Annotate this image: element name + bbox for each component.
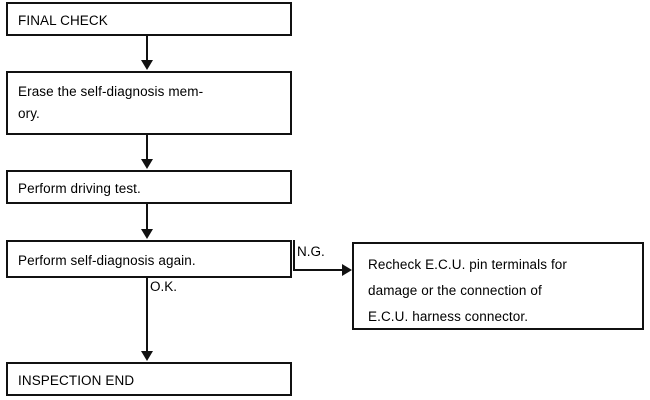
- node-inspection-end-label: INSPECTION END: [18, 373, 135, 388]
- node-self-diagnosis-again-label: Perform self-diagnosis again.: [18, 253, 196, 268]
- arrow-down-icon: [141, 229, 153, 239]
- node-driving-test: Perform driving test.: [6, 170, 292, 204]
- node-driving-test-label: Perform driving test.: [18, 181, 141, 196]
- connector-self-diagnosis-to-recheck-ecu: [293, 269, 345, 271]
- arrow-right-icon: [342, 264, 352, 276]
- connector-ng-stub: [293, 240, 295, 271]
- connector-driving-test-to-self-diagnosis: [146, 204, 148, 231]
- branch-label-ng: N.G.: [297, 244, 325, 259]
- connector-final-check-to-erase-memory: [146, 36, 148, 62]
- connector-erase-memory-to-driving-test: [146, 135, 148, 161]
- node-recheck-ecu-label: Recheck E.C.U. pin terminals for damage …: [368, 257, 568, 324]
- arrow-down-icon: [141, 60, 153, 70]
- node-recheck-ecu: Recheck E.C.U. pin terminals for damage …: [352, 242, 644, 330]
- arrow-down-icon: [141, 351, 153, 361]
- node-final-check: FINAL CHECK: [6, 2, 292, 36]
- node-final-check-label: FINAL CHECK: [18, 13, 108, 28]
- node-erase-memory-label: Erase the self-diagnosis mem- ory.: [18, 84, 204, 121]
- node-erase-memory: Erase the self-diagnosis mem- ory.: [6, 71, 292, 135]
- arrow-down-icon: [141, 159, 153, 169]
- node-inspection-end: INSPECTION END: [6, 362, 292, 396]
- connector-self-diagnosis-to-inspection-end: [146, 278, 148, 354]
- node-self-diagnosis-again: Perform self-diagnosis again.: [6, 240, 292, 278]
- branch-label-ok: O.K.: [150, 279, 178, 294]
